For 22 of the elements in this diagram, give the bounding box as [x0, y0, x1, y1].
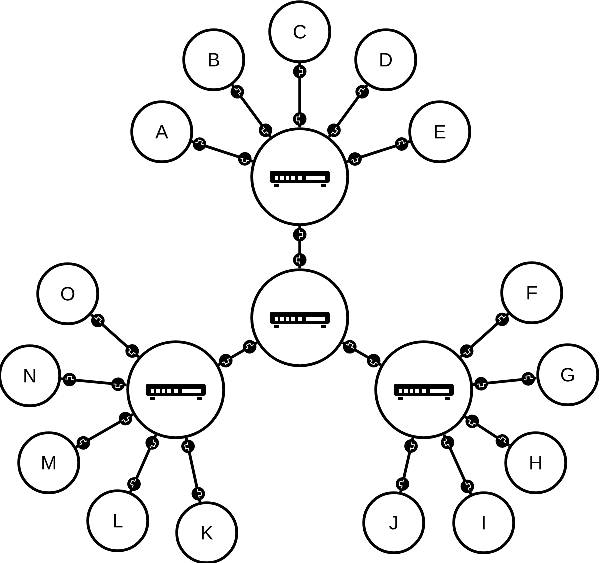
cable-line [327, 84, 370, 138]
cable-line [76, 412, 134, 450]
cable-line [396, 438, 418, 493]
cable-line [293, 63, 307, 128]
cable-line [441, 434, 474, 495]
cable-line [346, 138, 411, 166]
switch-circle [250, 128, 350, 226]
switch-circle [250, 268, 350, 368]
cable-line [230, 84, 273, 138]
cable-line [473, 372, 537, 391]
switch-circle [374, 340, 474, 440]
cable-line [293, 226, 307, 269]
cable-line [128, 434, 160, 493]
cable-line [191, 138, 254, 166]
cable-line [342, 340, 382, 368]
cable-line [61, 373, 127, 392]
switch-circle [126, 340, 226, 440]
cable-line [90, 314, 140, 358]
cable-line [182, 438, 206, 503]
cable-line [464, 414, 510, 448]
cable-line [218, 340, 258, 368]
cable-line [460, 312, 510, 358]
